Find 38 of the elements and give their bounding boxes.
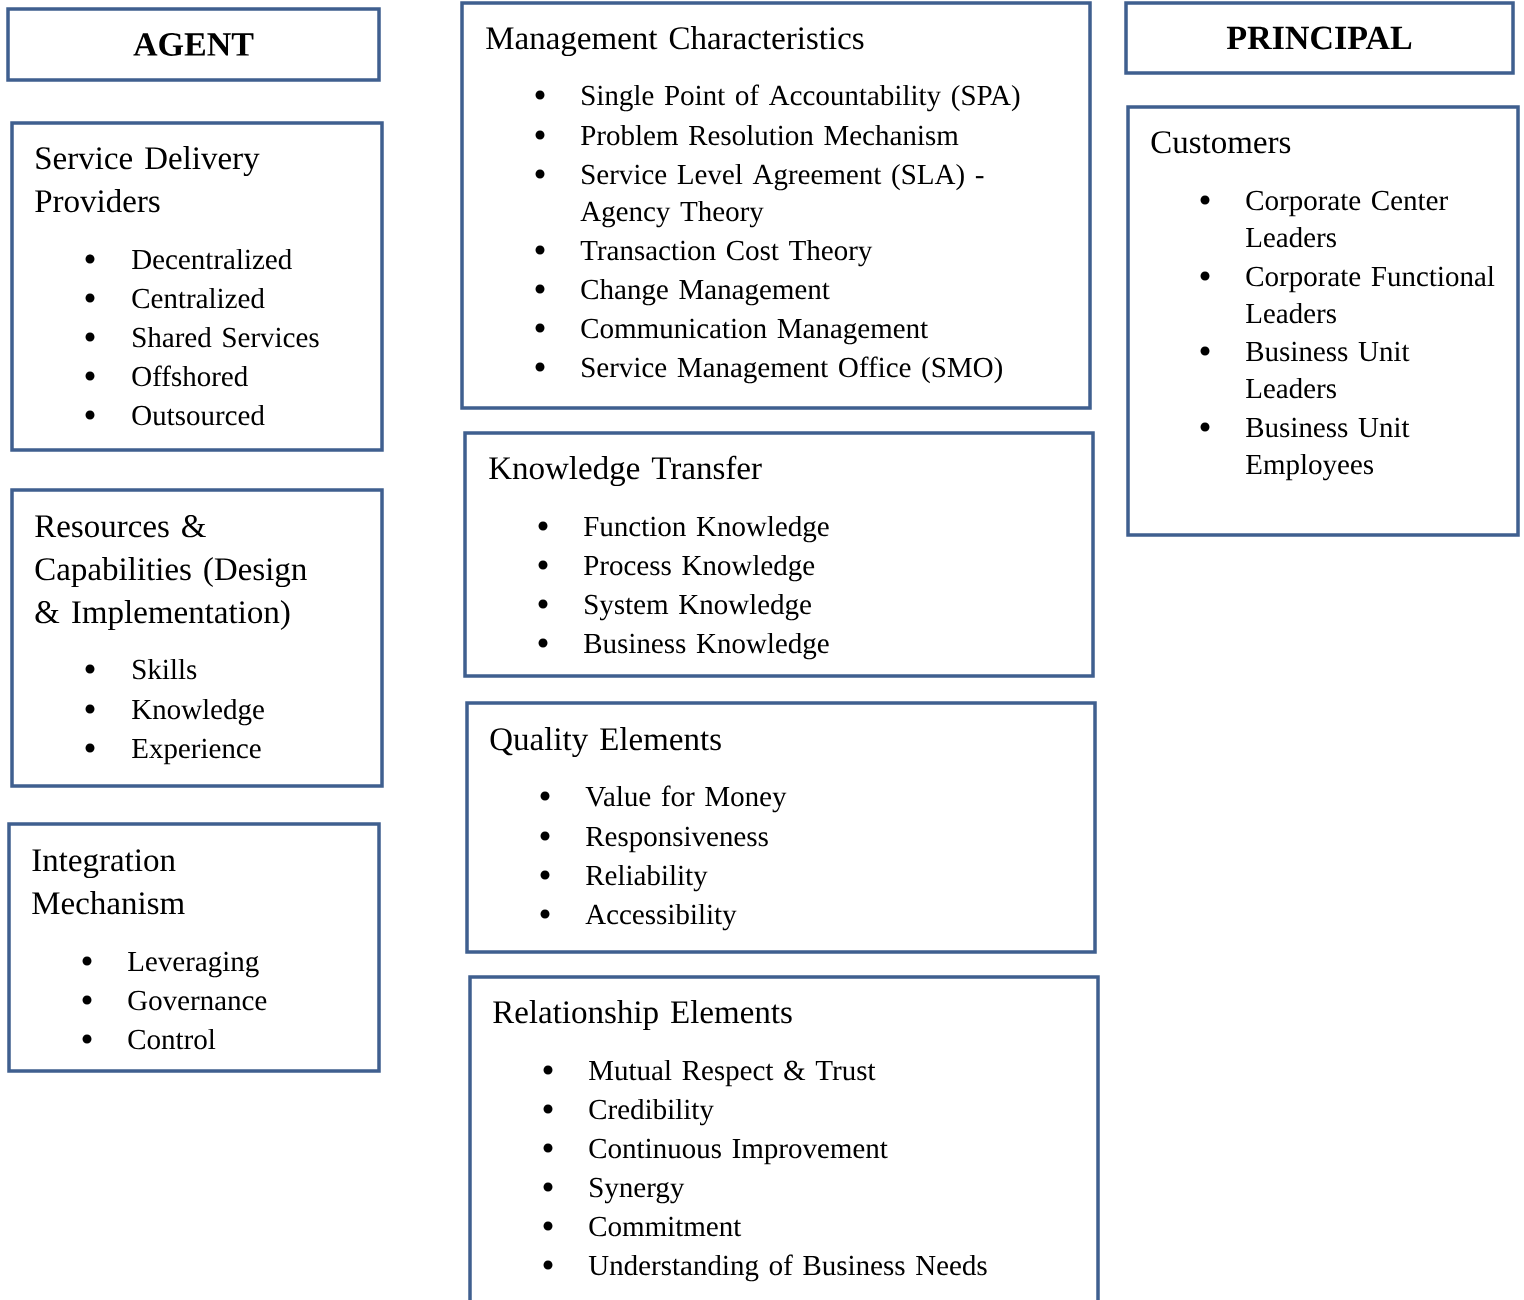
bullet-item: Knowledge [85, 698, 264, 726]
bullet-item: Shared Services [85, 326, 319, 348]
bullet-item: Transaction Cost Theory [535, 239, 873, 267]
bullet-item: Control [82, 1028, 216, 1050]
bullet-item: Commitment [543, 1216, 742, 1237]
bullet-item: Centralized [85, 287, 265, 309]
bullet-item: Service Level Agreement (SLA) - Agency Theory [535, 163, 984, 228]
bullet-item: Accessibility [540, 903, 737, 931]
title-box: PRINCIPAL [1124, 1, 1515, 75]
bullet-item: Outsourced [85, 404, 265, 426]
bullet-item: Understanding of Business Needs [543, 1254, 987, 1282]
bullet-item: Value for Money [540, 785, 787, 813]
bullet-item: Business Unit Employees [1200, 417, 1410, 481]
bullet-item: Service Management Office (SMO) [535, 356, 1002, 384]
bullet-item: Responsiveness [540, 826, 768, 853]
bullet-item: Synergy [543, 1177, 685, 1204]
bullet-item: Function Knowledge [538, 515, 829, 543]
bullet-item: Continuous Improvement [543, 1138, 888, 1165]
bullet-item: Governance [82, 990, 267, 1011]
bullet-item: Mutual Respect & Trust [543, 1059, 876, 1087]
bullet-item: Communication Management [535, 318, 928, 345]
bullet-item: Corporate Functional Leaders [1200, 265, 1495, 324]
bullet-item: Offshored [85, 365, 248, 387]
title-box: AGENT [6, 7, 381, 82]
bullet-item: Corporate Center Leaders [1200, 190, 1448, 248]
bullet-item: Leveraging [82, 951, 259, 978]
bullet-item: Change Management [535, 278, 830, 306]
bullet-item: Skills [85, 658, 197, 680]
bullet-item: Experience [85, 738, 261, 765]
bullet-item: Business Knowledge [538, 632, 829, 660]
bullet-item: Business Unit Leaders [1200, 341, 1410, 399]
bullet-item: Reliability [540, 864, 708, 892]
bullet-item: Process Knowledge [538, 554, 815, 582]
bullet-item: System Knowledge [538, 593, 811, 621]
bullet-item: Decentralized [85, 248, 292, 270]
bullet-item: Single Point of Accountability (SPA) [535, 84, 1020, 112]
bullet-item: Problem Resolution Mechanism [535, 124, 959, 146]
bullet-item: Credibility [543, 1098, 714, 1126]
